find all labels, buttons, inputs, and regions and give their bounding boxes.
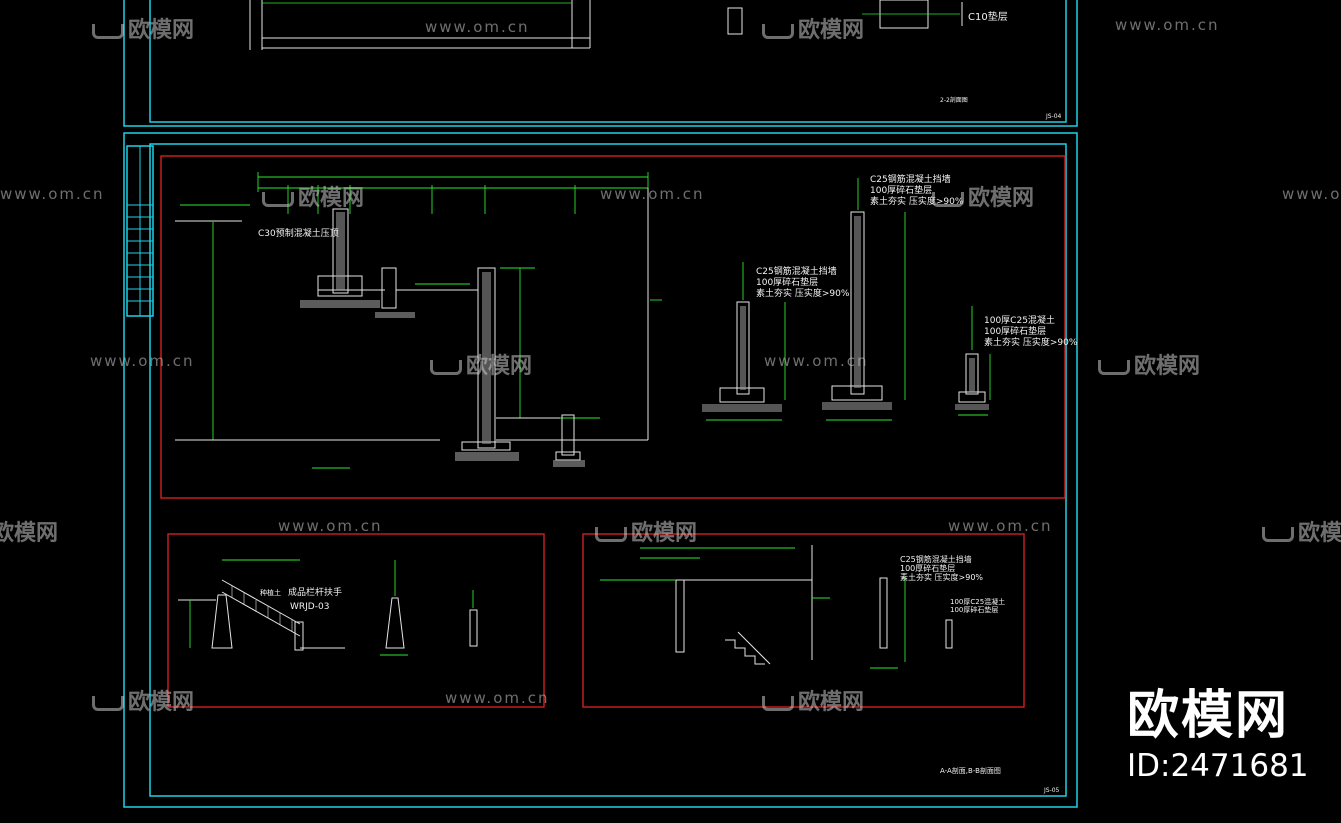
watermark-site: www.om.cn (278, 517, 383, 535)
c25-wall-label-a: C25钢筋混凝土挡墙 (756, 265, 837, 277)
section-c-structure (675, 545, 953, 665)
brand-badge: 欧模网 ID:2471681 (1127, 686, 1309, 786)
watermark-site: www.om.cn (1282, 185, 1341, 203)
main-sheet-title: A-A剖面,B-B剖面图 (940, 766, 1001, 775)
watermark-site: www.om.cn (425, 18, 530, 36)
section-c-dims (600, 547, 906, 669)
watermark-logo: 欧模网 (762, 12, 864, 44)
top-sheet-detail (249, 0, 963, 50)
gravel-label-a: 100厚碎石垫层 (756, 276, 818, 288)
sofa-logo-icon (932, 191, 964, 207)
rail-name-label: 成品栏杆扶手 (288, 586, 342, 598)
watermark-logo: 欧模网 (932, 180, 1034, 212)
sofa-logo-icon (430, 359, 462, 375)
sofa-logo-icon (762, 23, 794, 39)
top-sheet-outer-frame (123, 0, 1078, 127)
title-block-rows (127, 146, 153, 316)
section-b-structure (178, 579, 478, 651)
top-sheet-title: 2-2剖面图 (940, 96, 968, 104)
section-a-detail-walls (719, 211, 986, 403)
watermark-logo: 欧模网 (595, 515, 697, 547)
watermark-logo: 欧模网 (1262, 515, 1341, 547)
watermark-site: www.om.cn (1115, 16, 1220, 34)
main-sheet-outer-frame (123, 132, 1078, 808)
section-b-dims (189, 559, 474, 656)
section-b-frame (167, 533, 545, 708)
watermark-site: www.om.cn (0, 185, 105, 203)
section-b-rail-posts (231, 586, 293, 632)
section-a-detail-hatching (702, 216, 989, 412)
watermark-site: www.om.cn (764, 352, 869, 370)
top-sheet-number: JS-04 (1045, 113, 1062, 120)
c25-wall-label-b: C25钢筋混凝土挡墙 (870, 173, 951, 185)
c25-base-label-b: 100厚C25混凝土 (950, 597, 1005, 606)
watermark-site: www.om.cn (948, 517, 1053, 535)
c25-wall-label-c: C25钢筋混凝土挡墙 (900, 554, 972, 564)
watermark-site: www.om.cn (90, 352, 195, 370)
brand-name: 欧模网 (1127, 686, 1290, 746)
watermark-logo: 欧模网 (430, 348, 532, 380)
section-c-frame (582, 533, 1025, 708)
watermark-logo: 欧模网 (262, 180, 364, 212)
section-a-structure (175, 188, 649, 461)
sofa-logo-icon (595, 526, 627, 542)
watermark-logo: 欧模网 (762, 684, 864, 716)
section-a-dimensions (180, 172, 662, 469)
gravel-label-c: 100厚碎石垫层 (984, 325, 1046, 337)
watermark-logo: 欧模网 (92, 12, 194, 44)
sofa-logo-icon (1262, 526, 1294, 542)
planting-label: 种植土 (260, 588, 281, 597)
section-a-hatching (300, 212, 585, 467)
c25-base-label: 100厚C25混凝土 (984, 314, 1055, 326)
gravel-label-e: 100厚碎石垫层 (950, 605, 998, 614)
watermark-site: www.om.cn (445, 689, 550, 707)
main-sheet-inner-frame (149, 143, 1067, 797)
section-a-detail-dims (706, 178, 991, 421)
compact-label-c: 素土夯实 压实度>90% (984, 336, 1078, 348)
section-a-frame (160, 155, 1066, 499)
gravel-label-b: 100厚碎石垫层 (870, 184, 932, 196)
compact-label-d: 素土夯实 压实度>90% (900, 572, 983, 582)
sofa-logo-icon (92, 23, 124, 39)
watermark-logo: 欧模网 (0, 521, 59, 546)
gravel-label-d: 100厚碎石垫层 (900, 563, 955, 573)
sofa-logo-icon (1098, 359, 1130, 375)
c30-coping-label: C30预制混凝土压顶 (258, 227, 339, 239)
main-sheet-number: JS-05 (1043, 787, 1060, 794)
c10-note: C10垫层 (968, 10, 1008, 23)
watermark-logo: 欧模网 (92, 684, 194, 716)
top-sheet-inner-frame (149, 0, 1067, 123)
compact-label-a: 素土夯实 压实度>90% (756, 287, 850, 299)
sofa-logo-icon (762, 695, 794, 711)
sofa-logo-icon (262, 191, 294, 207)
watermark-logo: 欧模网 (1098, 348, 1200, 380)
model-id: ID:2471681 (1127, 748, 1309, 784)
rail-code-label: WRJD-03 (290, 602, 329, 612)
sofa-logo-icon (92, 695, 124, 711)
watermark-site: www.om.cn (600, 185, 705, 203)
